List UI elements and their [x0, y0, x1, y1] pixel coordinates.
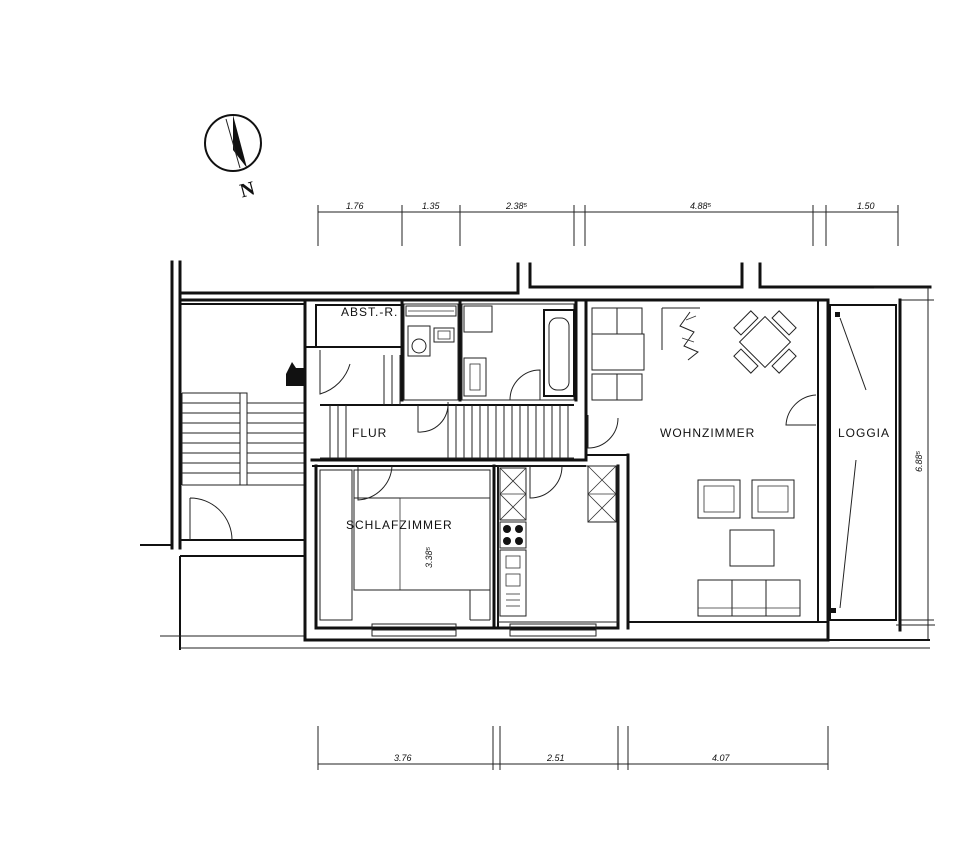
apartment-walls: [303, 298, 830, 642]
room-label-wohnzimmer: WOHNZIMMER: [660, 426, 755, 440]
room-label-schlafzimmer: SCHLAFZIMMER: [346, 518, 453, 532]
dim-bottom-1: 3.76: [394, 753, 412, 763]
compass-icon: [204, 114, 262, 172]
dim-bottom-2: 2.51: [546, 753, 565, 763]
wc-room: [403, 303, 459, 401]
room-label-flur: FLUR: [352, 426, 387, 440]
dim-top-1: 1.76: [346, 201, 364, 211]
living-room-furniture: [591, 307, 801, 617]
north-label: N: [238, 177, 258, 202]
bed-dimension: 3.38⁵: [424, 546, 434, 568]
dim-bottom-3: 4.07: [712, 753, 731, 763]
top-dimension-line: [317, 205, 899, 246]
entrance-arrow-icon: [286, 362, 304, 374]
room-label-loggia: LOGGIA: [838, 426, 890, 440]
bottom-dimension-line: [317, 726, 829, 770]
doors: [319, 350, 817, 501]
dim-top-2: 1.35: [422, 201, 441, 211]
loggia-area: [829, 287, 935, 632]
right-dimension-line: [900, 286, 934, 640]
flur-floor: [320, 355, 574, 459]
room-label-abstellraum: ABST.-R.: [341, 305, 398, 319]
staircase: [179, 303, 306, 541]
dim-top-5: 1.50: [857, 201, 875, 211]
kitchen: [497, 465, 619, 623]
bedroom-furniture: [319, 469, 491, 621]
bathroom: [461, 303, 575, 401]
dim-top-3: 2.38⁵: [505, 201, 528, 211]
building-walls: [140, 260, 932, 650]
dim-top-4: 4.88⁵: [690, 201, 712, 211]
windows: [371, 623, 597, 637]
dim-right: 6.88⁵: [914, 450, 924, 472]
